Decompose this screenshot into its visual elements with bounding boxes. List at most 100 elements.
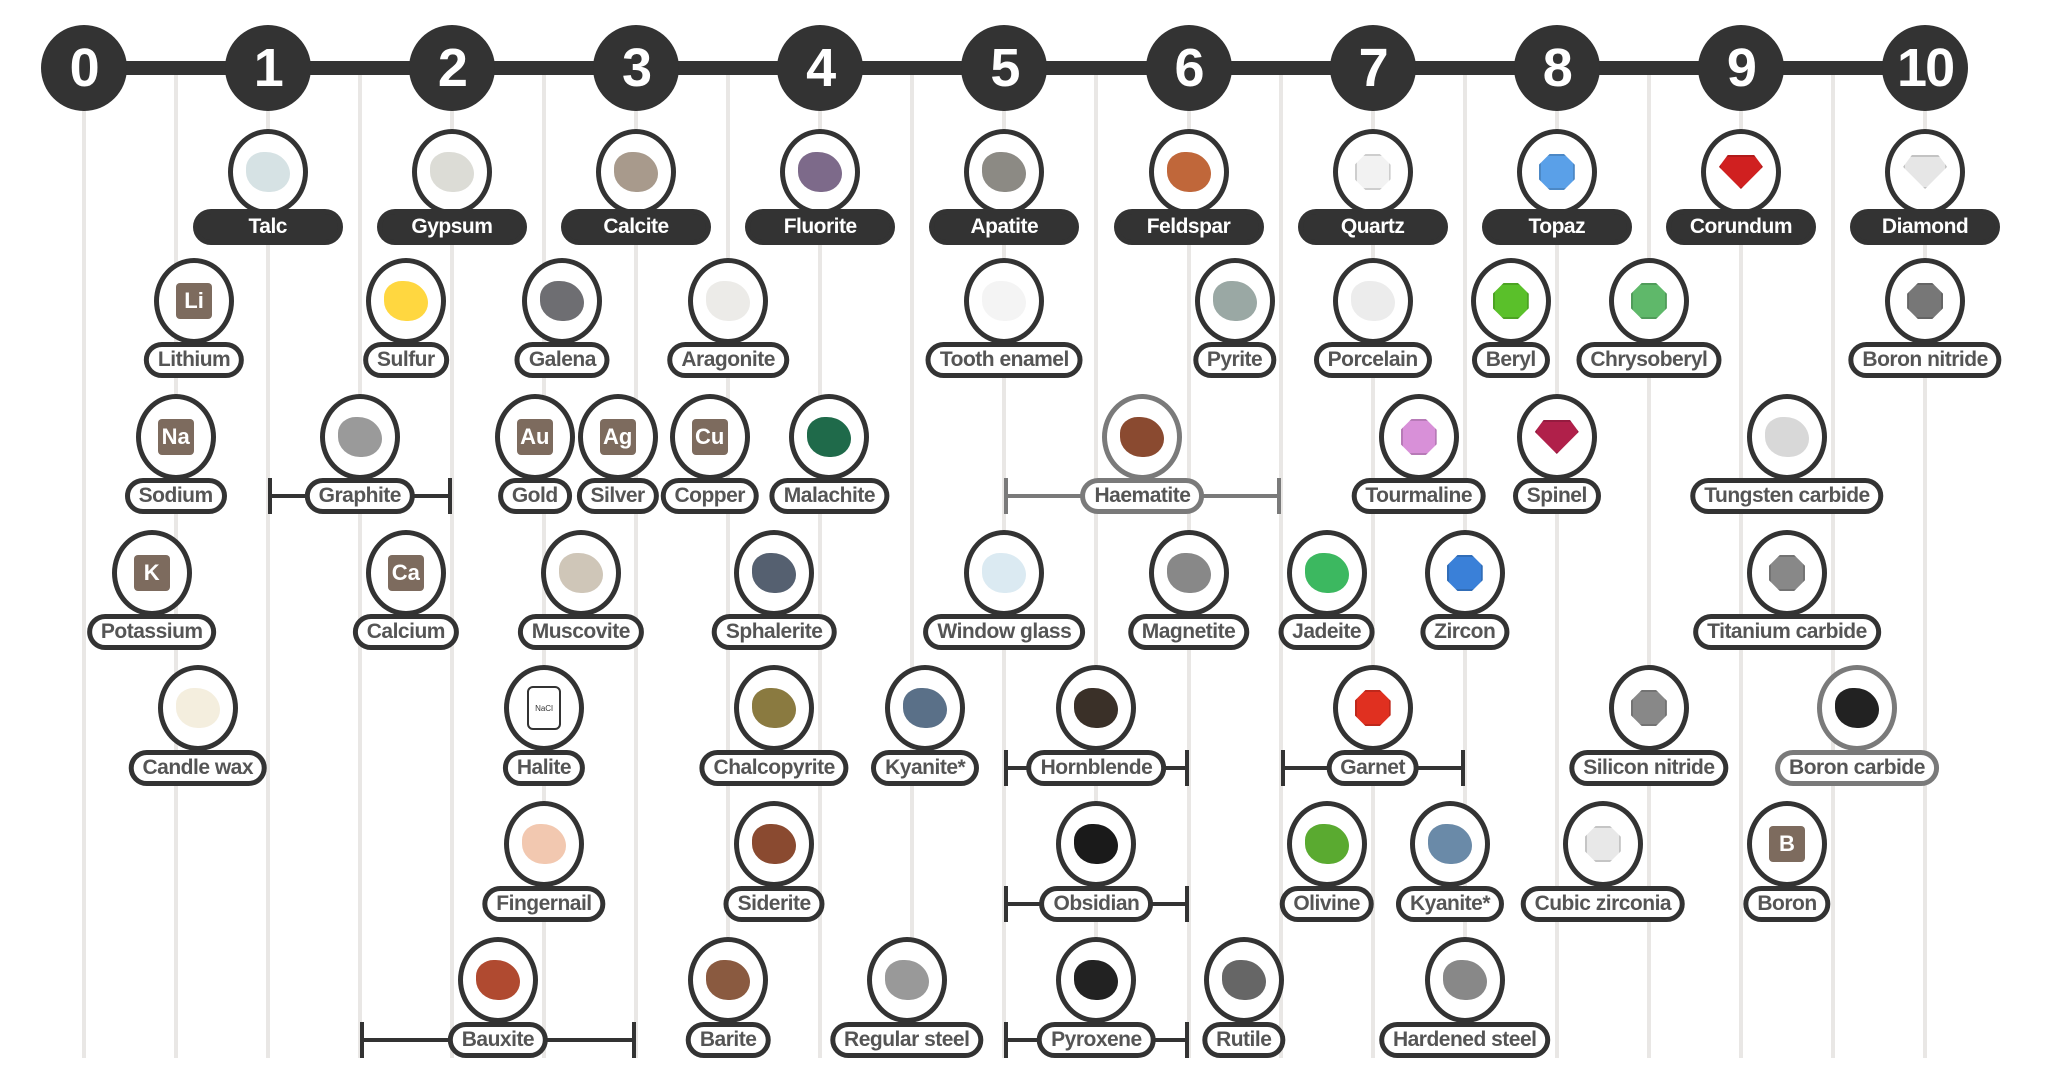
blob-shape-icon [337, 417, 382, 457]
blob-shape-icon [521, 824, 566, 864]
pyroxene-icon [1056, 937, 1137, 1023]
element-tile-icon: Ca [387, 555, 424, 591]
scale-number-2: 2 [408, 25, 495, 111]
boron-carbide-icon [1816, 665, 1897, 751]
blob-shape-icon [1074, 960, 1119, 1000]
porcelain-icon [1332, 258, 1413, 344]
diamond-shape-icon [1903, 155, 1948, 189]
mineral-label: Hardened steel [1378, 1022, 1551, 1058]
mineral-label: Regular steel [830, 1022, 984, 1058]
scale-number-3: 3 [593, 25, 680, 111]
scale-number-0: 0 [40, 25, 127, 111]
diamond-shape-icon [1534, 420, 1579, 454]
blob-shape-icon [982, 152, 1027, 192]
blob-shape-icon [1074, 688, 1119, 728]
gridline [1738, 68, 1743, 1058]
blob-shape-icon [429, 152, 474, 192]
garnet-icon [1332, 665, 1413, 751]
sulfur-icon [365, 258, 446, 344]
talc-icon [227, 129, 308, 215]
sodium-icon: Na [135, 394, 216, 480]
mineral-label: Calcium [352, 614, 459, 650]
mineral-label: Malachite [769, 478, 890, 514]
blob-shape-icon [1212, 281, 1257, 321]
gridline [449, 68, 454, 1058]
mineral-label: Olivine [1279, 886, 1374, 922]
blob-shape-icon [798, 152, 843, 192]
blob-shape-icon [1427, 824, 1472, 864]
blob-shape-icon [903, 688, 948, 728]
element-tile-icon: K [133, 555, 170, 591]
mineral-label: Calcite [561, 209, 712, 245]
gem-shape-icon [1768, 555, 1805, 591]
blob-shape-icon [1120, 417, 1165, 457]
mineral-label: Jadeite [1278, 614, 1376, 650]
mineral-label: Siderite [723, 886, 825, 922]
mineral-label: Fluorite [745, 209, 896, 245]
gem-shape-icon [1492, 283, 1529, 319]
regular-steel-icon [866, 937, 947, 1023]
zircon-icon [1424, 530, 1505, 616]
blob-shape-icon [614, 152, 659, 192]
silicon-nitride-icon [1608, 665, 1689, 751]
calcium-icon: Ca [365, 530, 446, 616]
titanium-carbide-icon [1746, 530, 1827, 616]
blob-shape-icon [752, 824, 797, 864]
aragonite-icon [688, 258, 769, 344]
mineral-label: Porcelain [1313, 342, 1432, 378]
pyrite-icon [1194, 258, 1275, 344]
gridline [1278, 68, 1283, 1058]
diamond-shape-icon [1718, 155, 1763, 189]
lithium-icon: Li [154, 258, 235, 344]
gypsum-icon [411, 129, 492, 215]
gridline [910, 68, 915, 1058]
blob-shape-icon [752, 688, 797, 728]
gem-shape-icon [1400, 419, 1437, 455]
mineral-label: Graphite [304, 478, 415, 514]
blob-shape-icon [752, 553, 797, 593]
gold-icon: Au [494, 394, 575, 480]
gridline [818, 68, 823, 1058]
blob-shape-icon [383, 281, 428, 321]
mineral-label: Tungsten carbide [1690, 478, 1884, 514]
hornblende-icon [1056, 665, 1137, 751]
mineral-label: Rutile [1202, 1022, 1286, 1058]
mineral-label: Silver [576, 478, 659, 514]
gem-shape-icon [1907, 283, 1944, 319]
mineral-label: Tourmaline [1351, 478, 1486, 514]
gridline [265, 68, 270, 1058]
chalcopyrite-icon [734, 665, 815, 751]
mineral-label: Haematite [1080, 478, 1205, 514]
mineral-label: Fingernail [482, 886, 606, 922]
mineral-label: Feldspar [1113, 209, 1264, 245]
muscovite-icon [540, 530, 621, 616]
bauxite-icon [457, 937, 538, 1023]
copper-icon: Cu [669, 394, 750, 480]
mineral-label: Pyrite [1192, 342, 1277, 378]
gridline [81, 68, 86, 1058]
gem-shape-icon [1354, 690, 1391, 726]
scale-number-10: 10 [1882, 25, 1969, 111]
hardened-steel-icon [1424, 937, 1505, 1023]
mineral-label: Copper [660, 478, 759, 514]
gem-shape-icon [1630, 690, 1667, 726]
blob-shape-icon [540, 281, 585, 321]
calcite-icon [596, 129, 677, 215]
gridline [726, 68, 731, 1058]
element-tile-icon: Li [176, 283, 213, 319]
mineral-label: Bauxite [447, 1022, 549, 1058]
rutile-icon [1203, 937, 1284, 1023]
mineral-label: Garnet [1326, 750, 1419, 786]
scale-number-4: 4 [777, 25, 864, 111]
mineral-label: Silicon nitride [1569, 750, 1729, 786]
mineral-label: Kyanite* [1395, 886, 1504, 922]
mineral-label: Sodium [124, 478, 227, 514]
mineral-label: Sphalerite [711, 614, 837, 650]
blob-shape-icon [1764, 417, 1809, 457]
topaz-icon [1516, 129, 1597, 215]
mineral-label: Kyanite* [871, 750, 980, 786]
blob-shape-icon [982, 281, 1027, 321]
kyanite-icon [885, 665, 966, 751]
mineral-label: Muscovite [517, 614, 644, 650]
element-tile-icon: Cu [691, 419, 728, 455]
